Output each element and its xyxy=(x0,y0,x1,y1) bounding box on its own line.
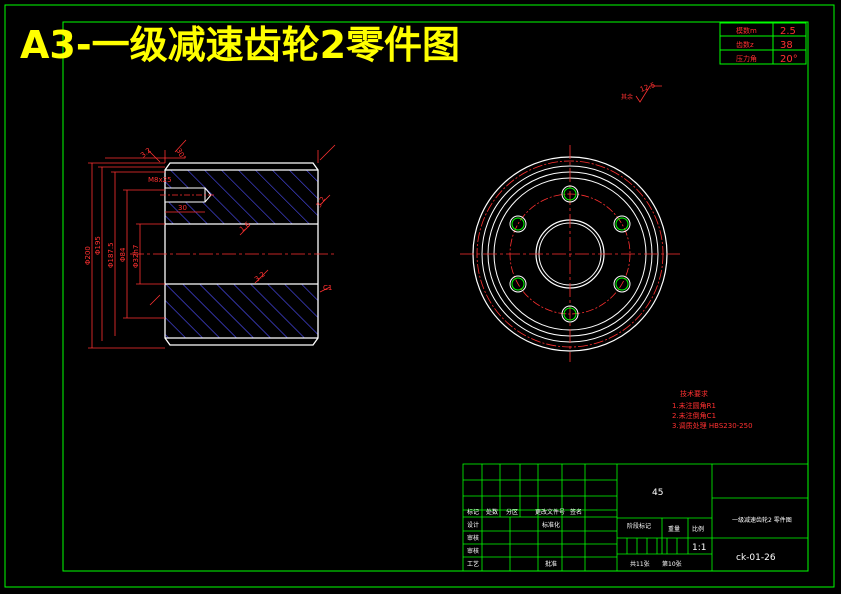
roughness-top: 3.2 xyxy=(139,146,153,159)
scale-value: 1:1 xyxy=(692,543,706,553)
check-label: 审核 xyxy=(467,534,479,542)
drawing-code: ck-01-26 xyxy=(736,553,776,563)
rev-header-docno: 更改文件号 xyxy=(535,508,565,516)
bolt-holes xyxy=(509,185,631,323)
part-name: 一级减速齿轮2 零件图 xyxy=(732,516,792,524)
dim-bore: Φ32h7 xyxy=(132,245,140,268)
notes-heading: 技术要求 xyxy=(680,389,708,398)
role-review: 审核 xyxy=(467,547,479,555)
stage-label: 阶段标记 xyxy=(627,522,651,530)
roughness-general-label: 其余 xyxy=(621,93,633,101)
sheet-number: 第10张 xyxy=(662,560,682,568)
param-label-module: 模数m xyxy=(736,26,757,35)
sheets-total: 共11张 xyxy=(630,560,650,568)
rev-header-sign: 签名 xyxy=(570,508,582,516)
role-process: 工艺 xyxy=(467,560,479,568)
std-label: 标准化 xyxy=(542,521,560,529)
param-value-module: 2.5 xyxy=(780,26,796,37)
rev-header-zone: 分区 xyxy=(506,508,518,516)
section-view xyxy=(130,162,335,346)
general-roughness: 其余 12.5 xyxy=(621,81,662,103)
note-line-1: 1.未注圆角R1 xyxy=(672,401,716,410)
dim-tapped-hole: M8x25 xyxy=(148,176,172,184)
approve-label: 批准 xyxy=(545,560,557,568)
rev-header-count: 处数 xyxy=(486,508,498,516)
dim-chamfer: C1 xyxy=(323,284,332,292)
weight-label: 重量 xyxy=(668,525,680,533)
dim-length-30: 30 xyxy=(178,204,187,212)
technical-notes: 技术要求 1.未注圆角R1 2.未注倒角C1 3.调质处理 HBS230-250 xyxy=(672,389,753,430)
material: 45 xyxy=(652,488,663,498)
title-block-text: 45 一级减速齿轮2 零件图 ck-01-26 比例 1:1 重量 阶段标记 共… xyxy=(467,488,792,568)
outer-border xyxy=(4,4,835,588)
roughness-general-value: 12.5 xyxy=(639,81,656,94)
note-line-2: 2.未注倒角C1 xyxy=(672,411,716,420)
roughness-bottom: 3.2 xyxy=(253,270,267,283)
section-dimensions xyxy=(88,139,336,349)
section-outline xyxy=(164,162,319,346)
dim-d200: Φ200 xyxy=(84,246,92,265)
rev-header-mark: 标记 xyxy=(467,508,479,516)
title-block xyxy=(462,463,809,572)
dim-d84: Φ84 xyxy=(119,247,127,262)
scale-label: 比例 xyxy=(692,525,704,533)
param-label-teeth: 齿数z xyxy=(736,40,754,49)
drawing-title: A3-一级减速齿轮2零件图 xyxy=(20,23,460,67)
end-view xyxy=(460,145,680,362)
role-design: 设计 xyxy=(467,521,479,529)
inner-border xyxy=(62,21,809,572)
note-line-3: 3.调质处理 HBS230-250 xyxy=(672,421,753,430)
param-value-angle: 20° xyxy=(780,54,798,65)
param-label-angle: 压力角 xyxy=(736,54,757,63)
roughness-angle: 30° xyxy=(174,147,187,162)
hatch-bottom xyxy=(165,284,318,338)
dim-d187: Φ187.5 xyxy=(107,242,115,268)
gear-parameter-table: 模数m 2.5 齿数z 38 压力角 20° xyxy=(719,22,807,65)
param-value-teeth: 38 xyxy=(780,40,793,51)
dim-d195: Φ195 xyxy=(94,236,102,255)
